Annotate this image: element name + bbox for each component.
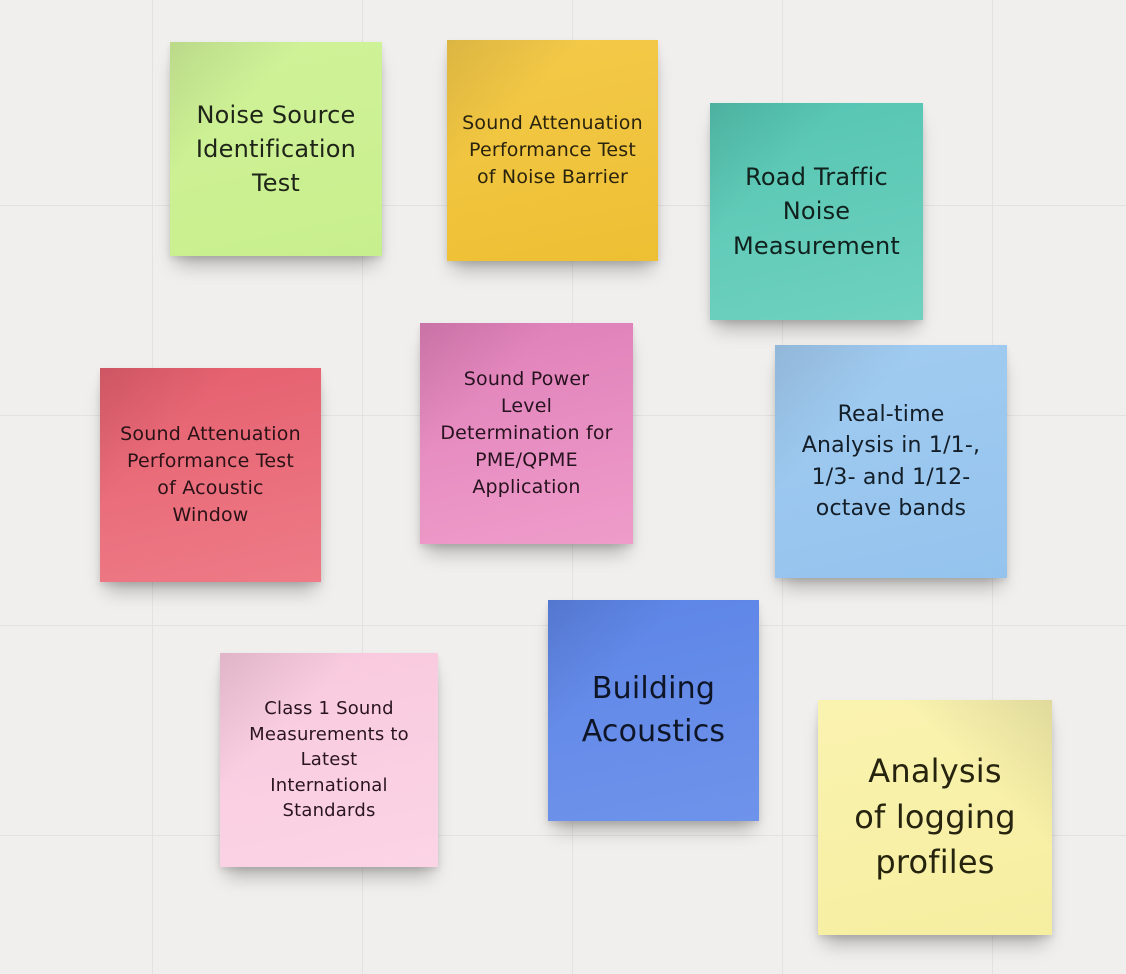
sticky-note-sound-attenuation-acoustic-window[interactable]: Sound Attenuation Performance Test of Ac… xyxy=(100,368,321,582)
sticky-note-real-time-analysis-octave-bands[interactable]: Real-time Analysis in 1/1-, 1/3- and 1/1… xyxy=(775,345,1007,578)
sticky-note-sound-attenuation-noise-barrier[interactable]: Sound Attenuation Performance Test of No… xyxy=(447,40,658,261)
sticky-note-noise-source-identification-test[interactable]: Noise Source Identification Test xyxy=(170,42,382,256)
note-text: Analysis of logging profiles xyxy=(854,752,1016,882)
note-text: Class 1 Sound Measurements to Latest Int… xyxy=(249,698,409,822)
note-text: Real-time Analysis in 1/1-, 1/3- and 1/1… xyxy=(801,402,981,521)
sticky-note-analysis-of-logging-profiles[interactable]: Analysis of logging profiles xyxy=(818,700,1052,935)
sticky-note-sound-power-level-determination[interactable]: Sound Power Level Determination for PME/… xyxy=(420,323,633,544)
note-text: Road Traffic Noise Measurement xyxy=(733,163,900,260)
sticky-note-class-1-sound-measurements[interactable]: Class 1 Sound Measurements to Latest Int… xyxy=(220,653,438,867)
note-text: Building Acoustics xyxy=(581,670,726,749)
sticky-note-building-acoustics[interactable]: Building Acoustics xyxy=(548,600,759,821)
note-text: Noise Source Identification Test xyxy=(195,100,357,198)
note-text: Sound Attenuation Performance Test of Ac… xyxy=(120,423,301,526)
note-text: Sound Power Level Determination for PME/… xyxy=(440,368,613,498)
sticky-note-road-traffic-noise-measurement[interactable]: Road Traffic Noise Measurement xyxy=(710,103,923,320)
note-text: Sound Attenuation Performance Test of No… xyxy=(462,112,643,188)
